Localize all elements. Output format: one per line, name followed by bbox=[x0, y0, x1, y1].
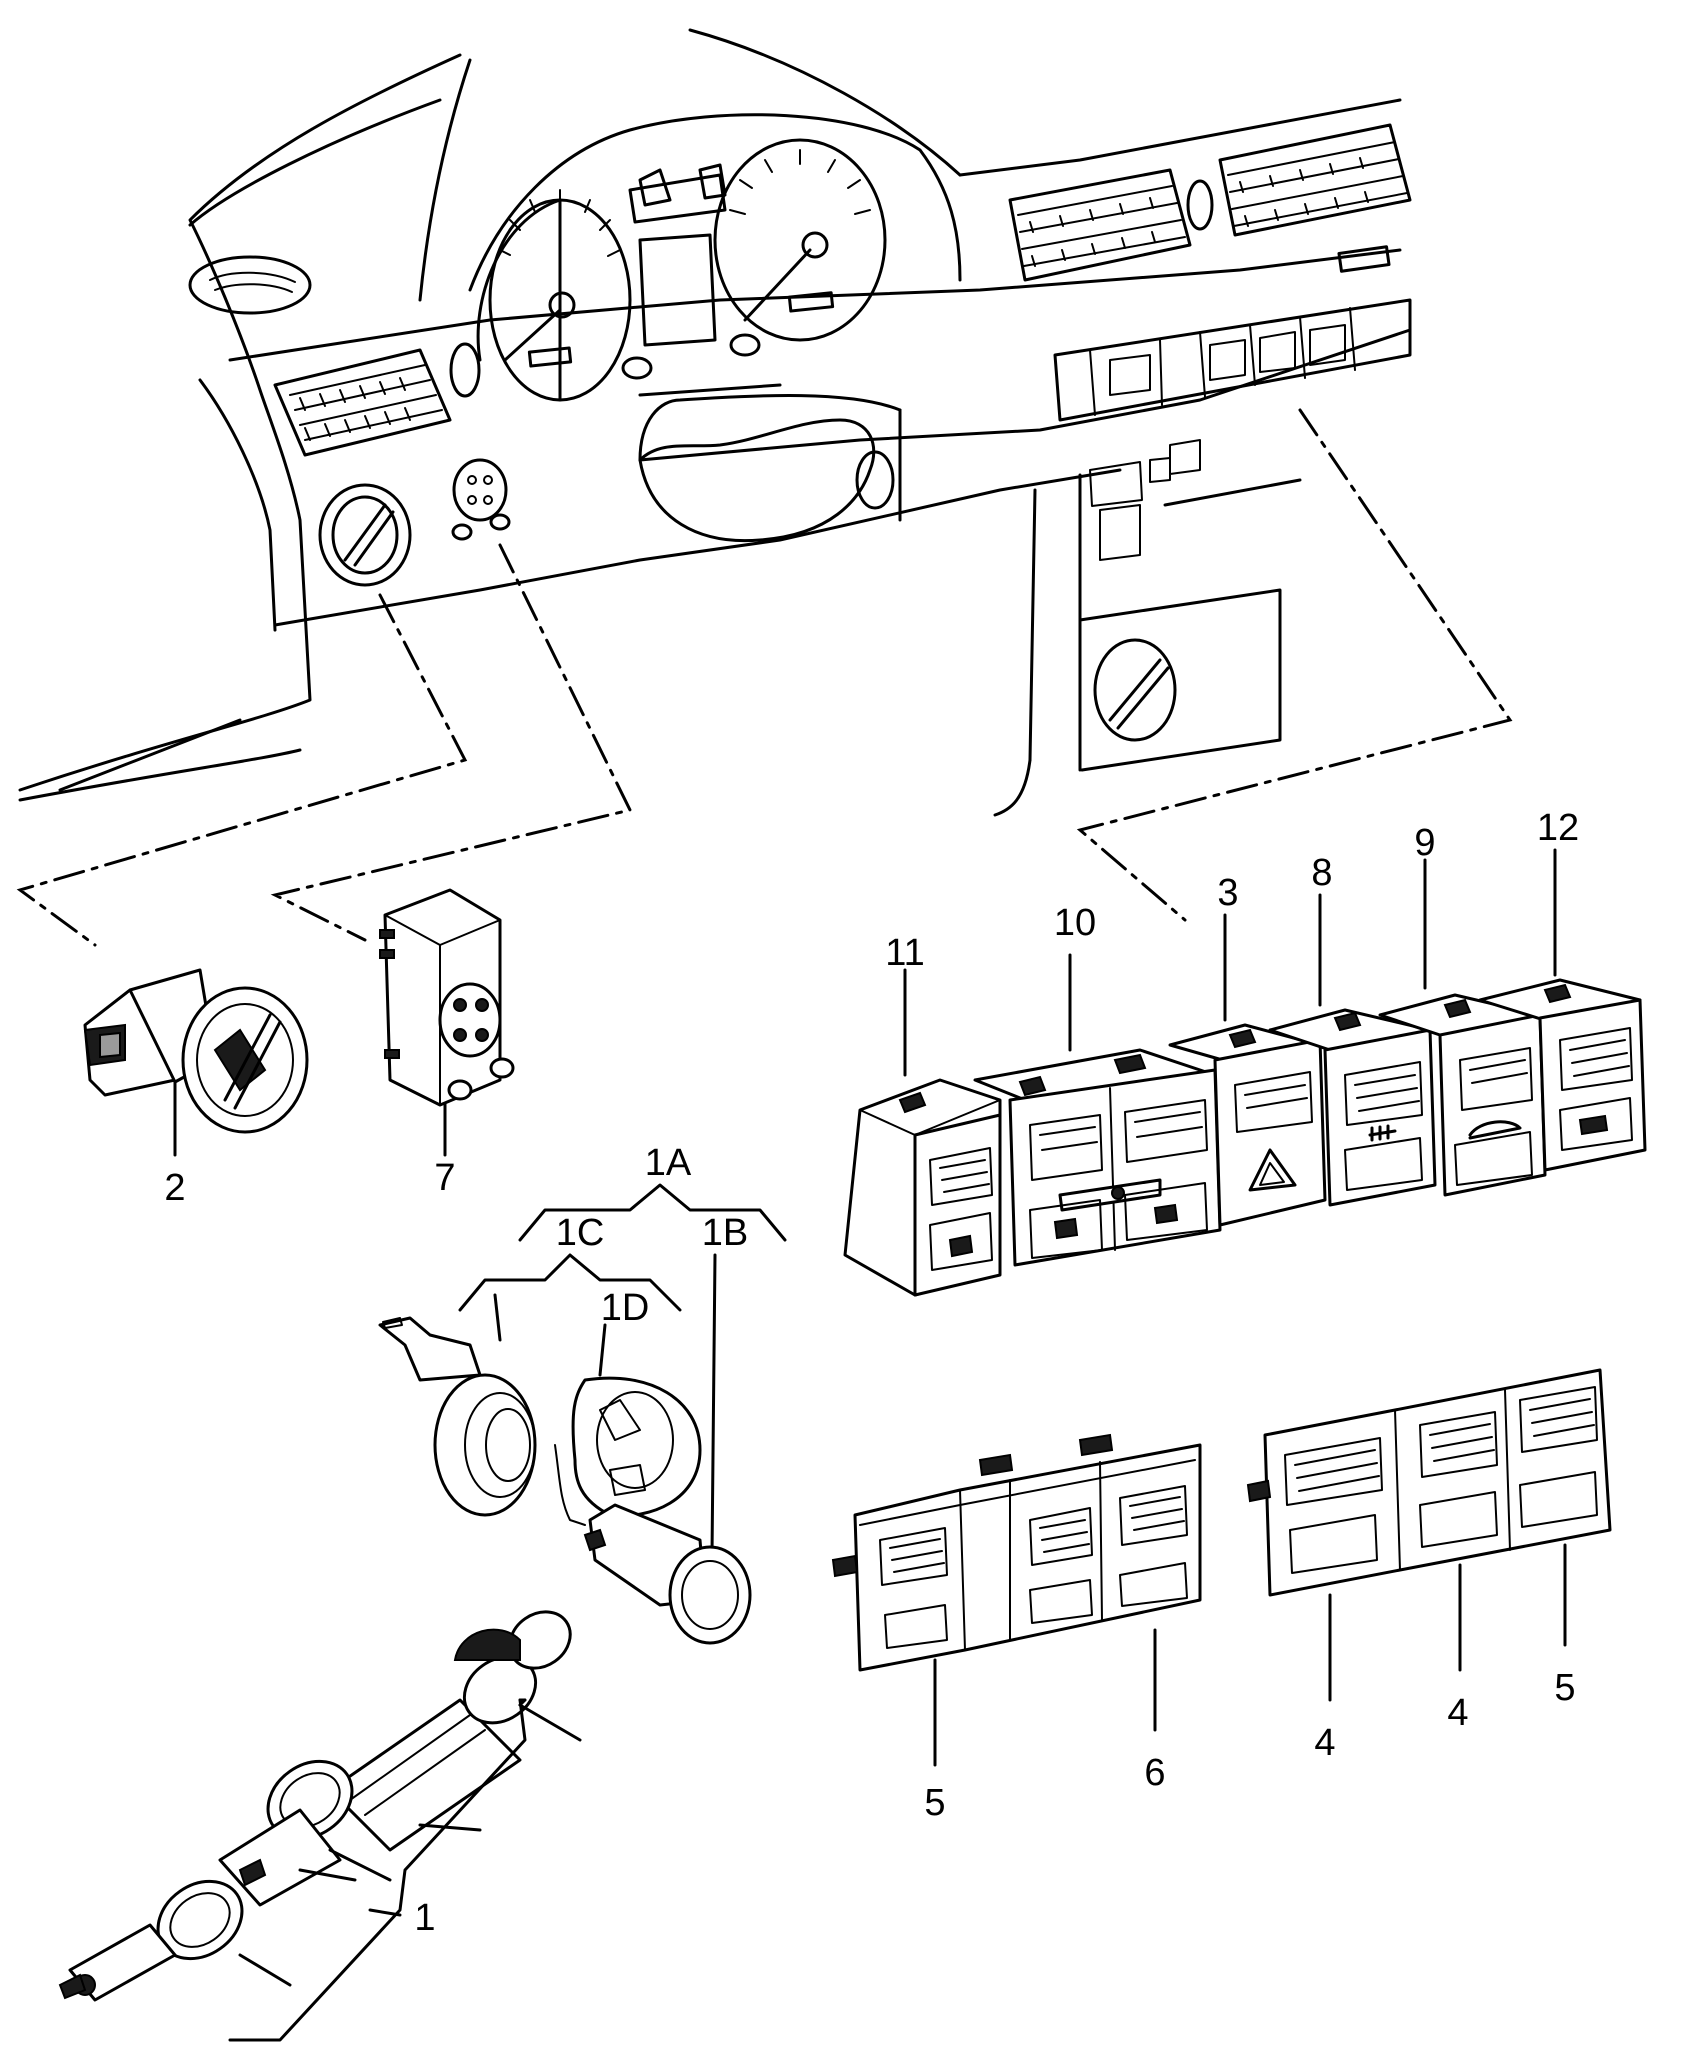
callout-1B: 1B bbox=[702, 1212, 748, 1254]
switch-12 bbox=[1478, 978, 1647, 1172]
callout-8: 8 bbox=[1311, 852, 1332, 894]
callout-12: 12 bbox=[1537, 807, 1579, 849]
callout-1: 1 bbox=[414, 1897, 435, 1939]
dashboard-illustration bbox=[18, 28, 1412, 817]
callout-4-first: 4 bbox=[1314, 1722, 1335, 1764]
callout-7: 7 bbox=[434, 1157, 455, 1199]
callout-2: 2 bbox=[164, 1167, 185, 1209]
callout-10: 10 bbox=[1054, 902, 1096, 944]
blank-row-left bbox=[831, 1433, 1202, 1672]
callout-labels: 2 7 1A 1C 1B 1D 1 11 10 3 8 9 12 5 6 4 4… bbox=[164, 807, 1579, 1939]
callout-9: 9 bbox=[1414, 822, 1435, 864]
callout-1D: 1D bbox=[601, 1287, 650, 1329]
callout-5-right: 5 bbox=[1554, 1667, 1575, 1709]
switch-11 bbox=[843, 1078, 1002, 1297]
switch-10 bbox=[973, 1048, 1222, 1267]
part-2-light-switch bbox=[83, 968, 309, 1134]
part-1-cigar-lighter bbox=[58, 1183, 787, 2042]
callout-1C: 1C bbox=[556, 1212, 605, 1254]
callout-leaders bbox=[903, 848, 1567, 1767]
part-7-dimmer bbox=[379, 888, 515, 1107]
callout-3: 3 bbox=[1217, 872, 1238, 914]
callout-1A: 1A bbox=[645, 1142, 692, 1184]
switch-8 bbox=[1268, 1008, 1437, 1207]
callout-5-left: 5 bbox=[924, 1782, 945, 1824]
blank-row-right bbox=[1246, 1368, 1612, 1597]
switch-row-upper bbox=[843, 978, 1647, 1297]
callout-4-second: 4 bbox=[1447, 1692, 1468, 1734]
callout-6: 6 bbox=[1144, 1752, 1165, 1794]
callout-11: 11 bbox=[885, 932, 924, 974]
